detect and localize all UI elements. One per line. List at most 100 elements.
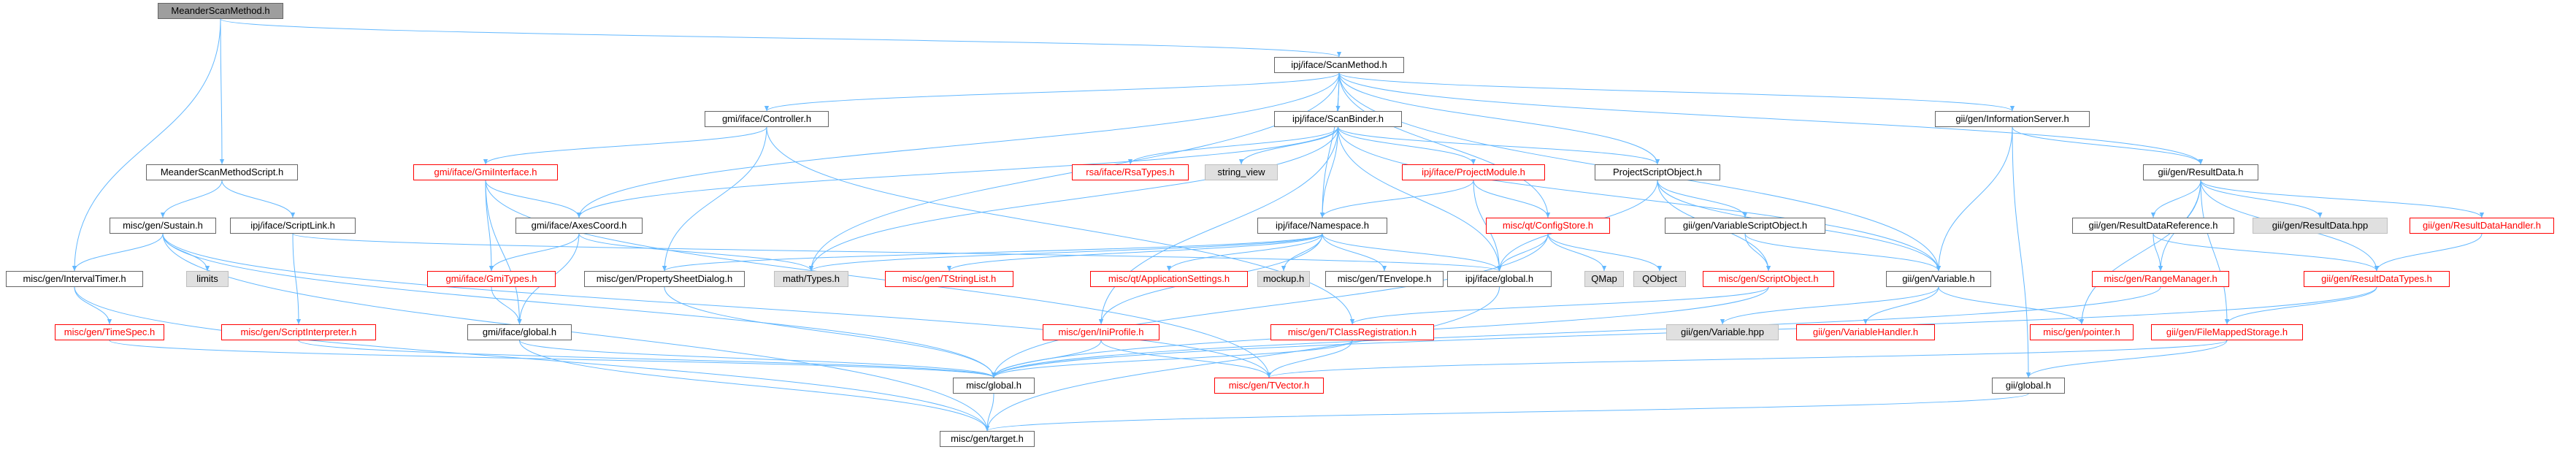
edge-meanderscript-to-sustain (160, 180, 223, 218)
edge-scanbinder-to-iniprofile (1098, 126, 1338, 325)
edge-resultdata-to-resultdatahandler (2200, 180, 2485, 218)
node-scriptlink[interactable]: ipj/iface/ScriptLink.h (230, 218, 356, 234)
node-infoserver[interactable]: gii/gen/InformationServer.h (1935, 111, 2090, 127)
edge-giiglobal-to-target (985, 393, 2029, 432)
edge-resultdata-to-resultdatahpp (2200, 180, 2323, 218)
node-gmiglobal[interactable]: gmi/iface/global.h (467, 324, 572, 340)
node-projectscript[interactable]: ProjectScriptObject.h (1595, 164, 1720, 180)
edge-scriptlink-to-scriptinterpreter (292, 233, 302, 325)
node-sustain[interactable]: misc/gen/Sustain.h (110, 218, 216, 234)
node-giiglobal[interactable]: gii/global.h (1992, 378, 2065, 394)
edge-root-to-intervaltimer (72, 18, 221, 272)
edge-scanbinder-to-projectmodule (1338, 126, 1476, 165)
edge-scanmethod-to-configstore (1338, 72, 1551, 218)
node-ipjglobal[interactable]: ipj/iface/global.h (1447, 271, 1552, 287)
edge-configstore-to-ipjglobal (1497, 233, 1549, 272)
node-limits[interactable]: limits (186, 271, 229, 287)
node-mockup[interactable]: mockup.h (1257, 271, 1310, 287)
edge-sustain-to-miscglobal (162, 233, 997, 378)
edge-infoserver-to-resultdata (2012, 126, 2204, 165)
node-pointer[interactable]: misc/gen/pointer.h (2030, 324, 2134, 340)
node-qmap[interactable]: QMap (1584, 271, 1624, 287)
node-gmitypes[interactable]: gmi/iface/GmiTypes.h (427, 271, 556, 287)
node-scanmethod[interactable]: ipj/iface/ScanMethod.h (1274, 57, 1404, 73)
node-miscglobal[interactable]: misc/global.h (953, 378, 1035, 394)
node-mathtypes[interactable]: math/Types.h (774, 271, 848, 287)
node-resultdatahpp[interactable]: gii/gen/ResultData.hpp (2253, 218, 2388, 234)
node-root[interactable]: MeanderScanMethod.h (158, 3, 283, 19)
edge-intervaltimer-to-timespec (74, 286, 112, 325)
edge-resultdata-to-resultdataref (2150, 180, 2201, 218)
edge-resultdatahandler-to-resultdatatypes (2374, 233, 2483, 272)
node-stringview[interactable]: string_view (1205, 164, 1278, 180)
edge-tclassreg-to-tvector (1266, 340, 1353, 378)
node-axescoord[interactable]: gmi/iface/AxesCoord.h (515, 218, 643, 234)
edge-iniprofile-to-tvector (1100, 340, 1272, 378)
node-target[interactable]: misc/gen/target.h (940, 431, 1035, 447)
edge-infoserver-to-variable (1936, 126, 2013, 272)
edge-scriptinterpreter-to-miscglobal (298, 340, 996, 378)
edge-variablescript-to-scriptobject (1744, 233, 1771, 272)
edge-configstore-to-qobject (1547, 233, 1663, 272)
node-configstore[interactable]: misc/qt/ConfigStore.h (1486, 218, 1610, 234)
edge-controller-to-propsheet (662, 126, 767, 272)
edge-iniprofile-to-miscglobal (991, 340, 1102, 378)
node-resultdataref[interactable]: gii/gen/ResultDataReference.h (2072, 218, 2234, 234)
node-resultdatatypes[interactable]: gii/gen/ResultDataTypes.h (2304, 271, 2450, 287)
node-variable[interactable]: gii/gen/Variable.h (1886, 271, 1991, 287)
node-resultdata[interactable]: gii/gen/ResultData.h (2143, 164, 2258, 180)
node-variablehandler[interactable]: gii/gen/VariableHandler.h (1796, 324, 1935, 340)
node-gmiinterface[interactable]: gmi/iface/GmiInterface.h (413, 164, 558, 180)
edge-projectmodule-to-namespace (1319, 180, 1474, 218)
node-tvector[interactable]: misc/gen/TVector.h (1214, 378, 1324, 394)
edge-gmitypes-to-gmiglobal (491, 286, 522, 325)
node-rangemanager[interactable]: misc/gen/RangeManager.h (2092, 271, 2229, 287)
node-meanderscript[interactable]: MeanderScanMethodScript.h (146, 164, 298, 180)
node-scriptinterpreter[interactable]: misc/gen/ScriptInterpreter.h (221, 324, 376, 340)
edge-variable-to-variablehandler (1863, 286, 1939, 325)
edge-resultdataref-to-resultdatatypes (2153, 233, 2380, 272)
edge-namespace-to-propsheet (662, 233, 1323, 272)
edge-scanbinder-to-variable (1338, 126, 1941, 272)
edge-scanmethod-to-resultdata (1338, 72, 2204, 165)
node-qobject[interactable]: QObject (1633, 271, 1686, 287)
node-scanbinder[interactable]: ipj/iface/ScanBinder.h (1274, 111, 1402, 127)
node-tclassreg[interactable]: misc/gen/TClassRegistration.h (1270, 324, 1434, 340)
edge-namespace-to-mathtypes (808, 233, 1323, 272)
edge-resultdata-to-pointer (2079, 180, 2201, 325)
node-variablehpp[interactable]: gii/gen/Variable.hpp (1666, 324, 1779, 340)
node-controller[interactable]: gmi/iface/Controller.h (705, 111, 829, 127)
node-projectmodule[interactable]: ipj/iface/ProjectModule.h (1402, 164, 1545, 180)
edge-gmiglobal-to-target (519, 340, 990, 432)
edge-scanmethod-to-infoserver (1338, 72, 2015, 112)
edge-scriptlink-to-ipjglobal (292, 233, 1502, 272)
node-iniprofile[interactable]: misc/gen/IniProfile.h (1043, 324, 1159, 340)
edge-projectscript-to-variablescript (1657, 180, 1748, 218)
node-filemapped[interactable]: gii/gen/FileMappedStorage.h (2151, 324, 2303, 340)
node-tenvelope[interactable]: misc/gen/TEnvelope.h (1325, 271, 1444, 287)
edge-namespace-to-ipjglobal (1322, 233, 1502, 272)
node-tstringlist[interactable]: misc/gen/TStringList.h (885, 271, 1013, 287)
edge-scanmethod-to-namespace (1319, 72, 1340, 218)
edge-scanbinder-to-mathtypes (808, 126, 1338, 272)
edge-filemapped-to-tvector (1267, 340, 2228, 378)
node-intervaltimer[interactable]: misc/gen/IntervalTimer.h (6, 271, 143, 287)
node-namespace[interactable]: ipj/iface/Namespace.h (1257, 218, 1387, 234)
edge-namespace-to-appsettings (1166, 233, 1323, 272)
node-scriptobject[interactable]: misc/gen/ScriptObject.h (1703, 271, 1834, 287)
edge-configstore-to-qmap (1547, 233, 1607, 272)
edge-sustain-to-intervaltimer (72, 233, 164, 272)
edge-scanbinder-to-projectscript (1338, 126, 1660, 165)
node-appsettings[interactable]: misc/qt/ApplicationSettings.h (1090, 271, 1248, 287)
edge-scanmethod-to-axescoord (576, 72, 1340, 218)
node-rsatypes[interactable]: rsa/iface/RsaTypes.h (1072, 164, 1189, 180)
node-timespec[interactable]: misc/gen/TimeSpec.h (55, 324, 164, 340)
edge-axescoord-to-mathtypes (578, 233, 814, 272)
node-propsheet[interactable]: misc/gen/PropertySheetDialog.h (584, 271, 745, 287)
edge-gmiinterface-to-axescoord (485, 180, 582, 218)
edge-resultdataref-to-rangemanager (2153, 233, 2163, 272)
edge-meanderscript-to-scriptlink (221, 180, 296, 218)
node-variablescript[interactable]: gii/gen/VariableScriptObject.h (1665, 218, 1825, 234)
node-resultdatahandler[interactable]: gii/gen/ResultDataHandler.h (2410, 218, 2554, 234)
